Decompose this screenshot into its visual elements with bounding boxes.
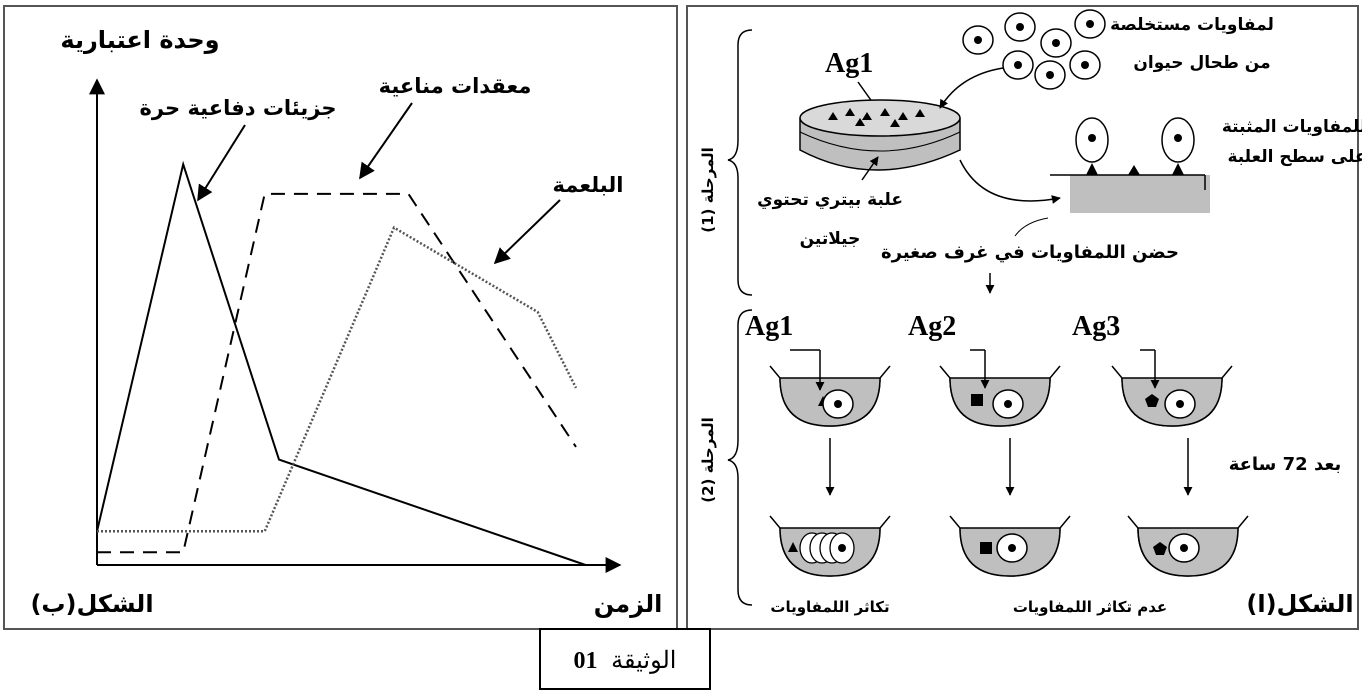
petri-dish-label-2: جيلاتين: [800, 229, 861, 249]
chart-series: [96, 160, 586, 566]
x-axis-label: الزمن: [594, 590, 663, 618]
antigen-label-2: Ag2: [908, 311, 956, 342]
fixed-lymphocytes-label-2: على سطح العلبة: [1227, 147, 1362, 167]
figure-b-panel: وحدة اعتبارية الزمن الشكل(ب) جزيئات دفاع…: [3, 5, 678, 630]
dish-to-surface-arrow: [959, 159, 1061, 204]
chamber-ag3-start: [1111, 365, 1233, 427]
stage1-brace: [727, 29, 753, 296]
antigen-label-1: Ag1: [745, 311, 793, 342]
series-line-3: [97, 225, 578, 533]
lymphocytes-source-1: لمفاويات مستخلصة: [1110, 15, 1274, 35]
chamber-ag1-start: [769, 365, 891, 427]
chamber-ag1-end: [769, 515, 891, 577]
arrow-immune-complexes: [359, 102, 413, 180]
proliferation-label: تكاثر اللمفاويات: [770, 598, 889, 616]
lymphocytes-to-dish-arrow: [939, 67, 1004, 109]
after-hours-label: بعد 72 ساعة: [1229, 454, 1342, 475]
stage2-label: المرحلة (2): [699, 417, 717, 503]
incubation-label: حضن اللمفاويات في غرف صغيرة: [881, 242, 1179, 263]
stage1-label: المرحلة (1): [699, 147, 717, 233]
svg-text:01 الوثيقة: 01 الوثيقة: [574, 646, 677, 674]
label-immune-complexes: معقدات مناعية: [379, 74, 532, 98]
stage2-brace: [727, 309, 753, 606]
fixed-lymphocytes-label-1: اللمفاويات المثبتة: [1222, 117, 1362, 137]
no-proliferation-label: عدم تكاثر اللمفاويات: [1013, 598, 1167, 616]
figure-a-panel: المرحلة (1) المرحلة (2) Ag1 علبة بيتري ت…: [686, 5, 1362, 630]
figure-b-caption: الشكل(ب): [30, 590, 153, 618]
series-line-1: [96, 160, 586, 566]
series-line-2: [97, 192, 577, 554]
incubation-connector: [1014, 217, 1049, 237]
arrow-phagocytosis: [493, 199, 561, 265]
figure-a-caption: الشكل(ا): [1246, 590, 1353, 618]
petri-dish-label-1: علبة بيتري تحتوي: [757, 190, 903, 210]
document-number: 01: [574, 648, 598, 674]
fixed-lymphocytes: [1050, 117, 1210, 213]
arrow-free-molecules: [197, 124, 246, 202]
top-antigen-label: Ag1: [825, 48, 873, 79]
document-prefix: الوثيقة: [611, 648, 676, 674]
y-axis-label: وحدة اعتبارية: [60, 26, 219, 54]
label-phagocytosis: البلعمة: [553, 173, 624, 197]
label-free-molecules: جزيئات دفاعية حرة: [140, 96, 337, 120]
chamber-ag2-start: [939, 365, 1061, 427]
petri-label-arrow: [861, 156, 879, 181]
antigen-label-3: Ag3: [1072, 311, 1120, 342]
petri-dish: [799, 99, 961, 171]
lymphocytes-source-2: من طحال حيوان: [1133, 53, 1270, 73]
chamber-ag2-end: [949, 515, 1071, 577]
chamber-ag3-end: [1127, 515, 1249, 577]
document-label: 01 الوثيقة: [539, 628, 711, 690]
